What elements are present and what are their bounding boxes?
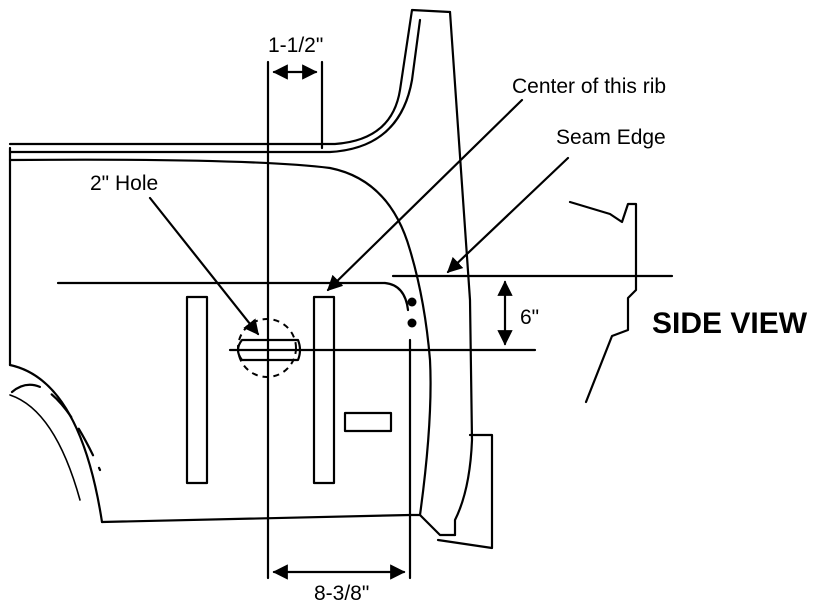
side-view-label: SIDE VIEW — [652, 307, 808, 340]
panel-features — [185, 295, 417, 517]
dim-side-label: 6" — [520, 306, 539, 329]
center-rib — [312, 295, 336, 485]
side-view-profile — [568, 200, 638, 404]
hole-leader — [148, 196, 260, 336]
panel-outline — [8, 8, 494, 550]
small-slot — [343, 411, 393, 433]
dim-bottom-label: 8-3/8" — [314, 582, 369, 605]
rivet-top — [407, 297, 417, 307]
rivet-bottom — [407, 318, 417, 328]
reference-lines — [56, 60, 674, 580]
hole-label: 2" Hole — [90, 172, 158, 195]
left-rib — [185, 295, 209, 485]
dimension-arrows — [272, 64, 513, 580]
dim-top-label: 1-1/2" — [268, 34, 323, 57]
rib-center-label: Center of this rib — [512, 75, 666, 98]
seam-leader — [446, 156, 570, 274]
rib-leader — [326, 98, 524, 292]
leader-arrows — [148, 98, 570, 336]
seam-edge-label: Seam Edge — [556, 126, 666, 149]
